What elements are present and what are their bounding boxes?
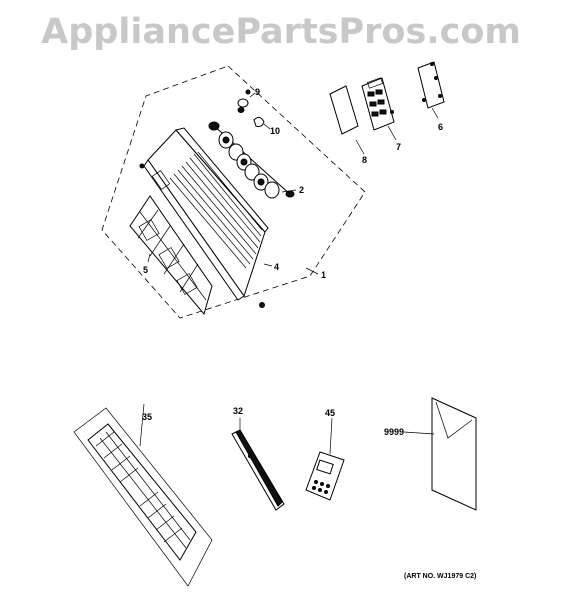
part-10-clip — [253, 116, 271, 130]
part-7-control-board — [361, 77, 397, 141]
leader-2 — [281, 189, 297, 193]
callout-8: 8 — [362, 155, 367, 165]
site-watermark: AppliancePartsPros.com — [41, 12, 521, 52]
part-8-control-label — [329, 85, 365, 155]
leader-5 — [147, 253, 151, 263]
callout-7: 7 — [396, 142, 401, 152]
callout-1: 1 — [321, 270, 326, 280]
callout-5: 5 — [143, 265, 148, 275]
leader-1 — [305, 267, 319, 275]
part-35-lower-grille — [73, 403, 213, 587]
part-6-bracket — [417, 61, 445, 119]
callout-45: 45 — [325, 408, 335, 418]
leader-4 — [263, 263, 273, 267]
part-32-strip — [231, 418, 285, 511]
art-number: (ART NO. WJ1979 C2) — [404, 573, 476, 580]
grille-slats — [169, 151, 263, 269]
part-2-louver-vanes — [208, 121, 295, 199]
part-9999-manual — [403, 397, 477, 511]
callout-6: 6 — [438, 122, 443, 132]
callout-9999: 9999 — [384, 427, 404, 437]
part-5-filter — [129, 195, 213, 316]
assembly-boundary — [101, 65, 366, 319]
part-45-remote — [305, 417, 345, 501]
callout-4: 4 — [274, 262, 279, 272]
callout-10: 10 — [270, 126, 280, 136]
part-9-clip — [237, 89, 256, 113]
callout-35: 35 — [142, 412, 152, 422]
part-4-front-grille — [139, 127, 269, 308]
callout-9: 9 — [255, 87, 260, 97]
callout-2: 2 — [299, 185, 304, 195]
callout-32: 32 — [233, 406, 243, 416]
